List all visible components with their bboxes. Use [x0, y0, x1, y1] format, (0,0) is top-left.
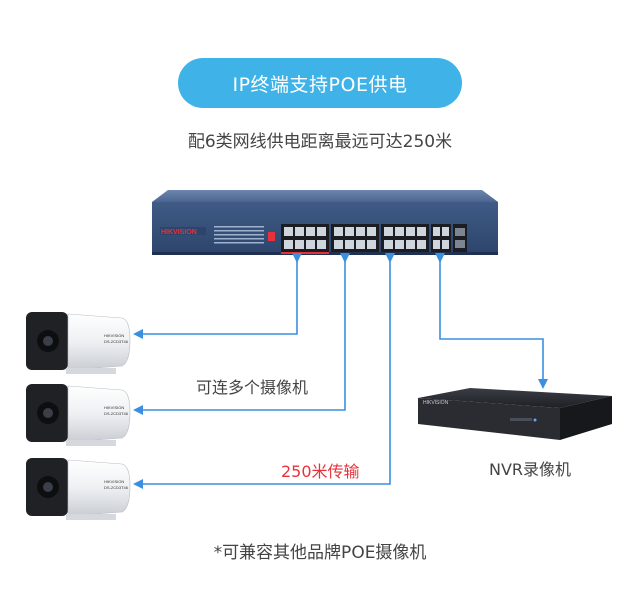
svg-text:HIKVISION: HIKVISION [161, 229, 197, 236]
svg-text:DS-2CD3T46: DS-2CD3T46 [104, 411, 129, 416]
svg-text:DS-2CD3T46: DS-2CD3T46 [104, 485, 129, 490]
camera-2: HIKVISION DS-2CD3T46 [26, 384, 131, 446]
svg-text:HIKVISION: HIKVISION [104, 405, 124, 410]
switch-logo: HIKVISION [160, 227, 206, 236]
poe-switch: HIKVISION [152, 190, 498, 255]
svg-text:HIKVISION: HIKVISION [104, 479, 124, 484]
port-group-1 [281, 224, 329, 254]
port-group-3 [381, 224, 429, 252]
title-pill: IP终端支持POE供电 [178, 58, 462, 108]
line-camera-1 [133, 253, 302, 339]
uplink-ports [431, 224, 451, 252]
subtitle: 配6类网线供电距离最远可达250米 [187, 132, 453, 152]
line-nvr [435, 253, 548, 389]
label-nvr: NVR录像机 [489, 460, 572, 479]
footer-note: *可兼容其他品牌POE摄像机 [213, 543, 427, 563]
label-multi-camera: 可连多个摄像机 [196, 378, 309, 397]
reset-button [268, 232, 275, 241]
connection-lines [133, 253, 548, 489]
svg-text:DS-2CD3T46: DS-2CD3T46 [104, 339, 129, 344]
line-camera-3 [133, 253, 395, 489]
svg-text:HIKVISION: HIKVISION [423, 400, 449, 406]
label-distance: 250米传输 [281, 462, 360, 481]
port-group-2 [331, 224, 379, 252]
led-panel [214, 226, 264, 244]
svg-text:HIKVISION: HIKVISION [104, 333, 124, 338]
camera-1: HIKVISION DS-2CD3T46 [26, 312, 131, 374]
title-text: IP终端支持POE供电 [232, 73, 408, 96]
sfp-ports [453, 224, 467, 252]
nvr-recorder: HIKVISION [418, 388, 612, 440]
camera-3: HIKVISION DS-2CD3T46 [26, 458, 131, 520]
